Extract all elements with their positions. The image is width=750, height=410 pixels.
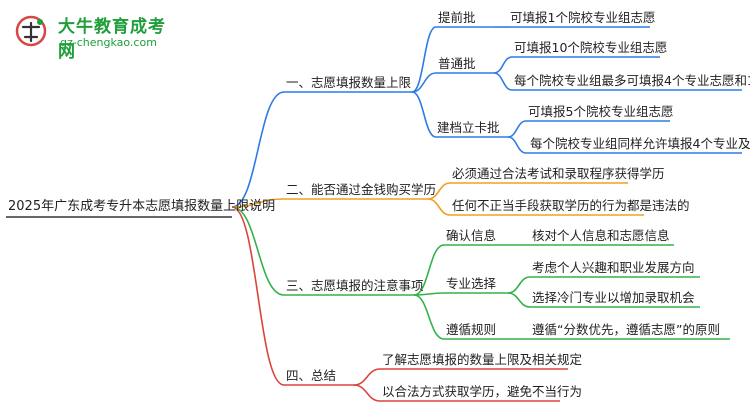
b1-sub-3-leaf-2: 每个院校专业组同样允许填报4个专业及调剂选项 [530, 136, 750, 151]
b1-sub2-leaf2 [493, 72, 513, 91]
b1-link-sub2 [411, 72, 437, 93]
b1-sub-2-leaf-1: 可填报10个院校专业组志愿 [514, 40, 668, 55]
b2-link-item2 [427, 198, 451, 216]
b2-root-link [231, 198, 285, 208]
b1-root-link [231, 91, 285, 208]
root-topic: 2025年广东成考专升本志愿填报数量上限说明 [8, 199, 276, 214]
logo-mark-icon [15, 15, 47, 47]
branch-4-title: 四、总结 [286, 368, 337, 383]
b1-sub3-leaf1 [507, 120, 527, 138]
b3-sub-2-leaf-1: 考虑个人兴趣和职业发展方向 [532, 260, 695, 275]
b4-item-1: 了解志愿填报的数量上限及相关规定 [382, 352, 583, 367]
b1-sub-1-leaf-1: 可填报1个院校专业组志愿 [510, 10, 656, 25]
site-logo: 大牛教育成考网 gz-chengkao.com [6, 6, 176, 62]
b4-item-2: 以合法方式获取学历，避免不当行为 [382, 384, 583, 399]
b3-sub-2: 专业选择 [446, 276, 497, 291]
logo-name: 大牛教育成考网 [58, 17, 166, 62]
b2-item-1: 必须通过合法考试和录取程序获得学历 [452, 166, 665, 181]
b3-sub-1: 确认信息 [446, 228, 497, 243]
b1-sub3-leaf2 [507, 136, 527, 154]
b3-root-link [231, 206, 285, 296]
b4-link-item1 [353, 368, 381, 386]
b1-sub-1: 提前批 [438, 10, 476, 25]
b3-sub-2-leaf-2: 选择冷门专业以增加录取机会 [532, 290, 695, 305]
b3-sub2-leaf1 [507, 276, 531, 294]
b3-sub-3-leaf-1: 遵循“分数优先，遵循志愿”的原则 [532, 322, 720, 337]
b3-sub-1-leaf-1: 核对个人信息和志愿信息 [532, 228, 670, 243]
b1-sub-3: 建档立卡批 [437, 120, 500, 135]
b1-sub-2: 普通批 [438, 56, 476, 71]
b1-link-sub3 [411, 91, 437, 138]
b4-root-link [231, 206, 285, 386]
branch-2-title: 二、能否通过金钱购买学历 [286, 182, 437, 197]
branch-1-title: 一、志愿填报数量上限 [286, 75, 412, 90]
b2-item-2: 任何不正当手段获取学历的行为都是违法的 [452, 198, 690, 213]
b3-link-sub3 [413, 294, 445, 340]
b3-sub-3: 遵循规则 [446, 322, 497, 337]
logo-url: gz-chengkao.com [60, 36, 157, 49]
b3-link-sub1 [413, 244, 445, 296]
b4-link-item2 [353, 384, 381, 402]
b1-link-sub1 [411, 26, 437, 93]
b1-sub-3-leaf-1: 可填报5个院校专业组志愿 [528, 104, 674, 119]
b1-sub-2-leaf-2: 每个院校专业组最多可填报4个专业志愿和1个调剂选项 [514, 73, 750, 88]
branch-3-title: 三、志愿填报的注意事项 [286, 278, 424, 293]
b1-sub2-leaf1 [493, 56, 513, 74]
b3-sub2-leaf2 [507, 292, 531, 308]
